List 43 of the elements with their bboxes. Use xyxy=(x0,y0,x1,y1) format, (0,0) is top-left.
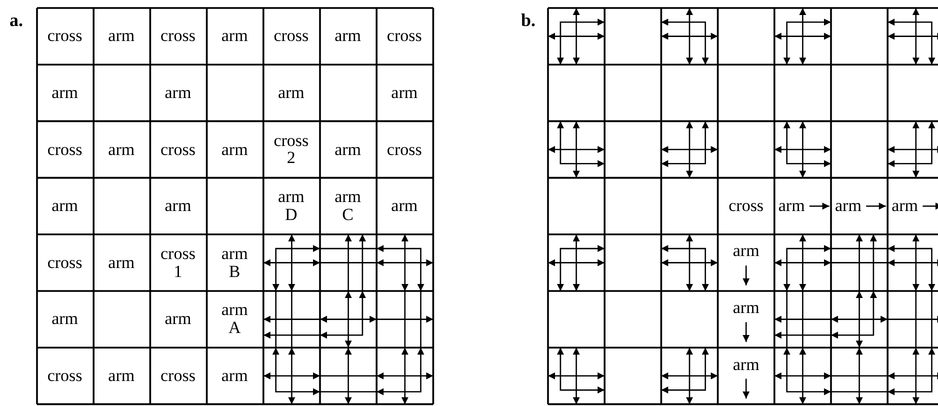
cell-text: arm B xyxy=(221,244,248,281)
cell-text: arm xyxy=(52,310,78,328)
cell-text: arm xyxy=(164,197,192,216)
cell-text: cross xyxy=(386,27,422,46)
panel-label: a. xyxy=(10,10,23,30)
cell-text: arm xyxy=(732,242,760,260)
cell-text: arm xyxy=(108,140,135,158)
cell-text: arm xyxy=(108,27,135,46)
cell-text: cross xyxy=(160,140,196,158)
cell-text: cross xyxy=(160,366,196,385)
cell-text: arm xyxy=(391,197,418,216)
cell-text: cross xyxy=(47,27,82,46)
cell-text: arm xyxy=(52,84,78,102)
cell-text: cross xyxy=(47,254,82,272)
cell-text: cross xyxy=(386,140,422,158)
cell-text: arm xyxy=(892,197,918,216)
cell-text: arm xyxy=(732,356,760,374)
cell-text: arm xyxy=(334,27,362,46)
cell-text: arm xyxy=(164,84,192,102)
cell-text: cross xyxy=(728,197,764,216)
cell-text: cross xyxy=(160,27,196,46)
cell-text: arm A xyxy=(221,301,248,338)
cell-text: arm xyxy=(108,254,135,272)
cell-text: arm xyxy=(391,84,418,102)
cell-text: cross xyxy=(274,27,309,46)
cell-text: arm D xyxy=(278,188,304,224)
cell-text: cross 2 xyxy=(274,132,309,168)
cell-text: arm C xyxy=(334,188,362,224)
cell-text: arm xyxy=(52,197,78,216)
cell-text: arm xyxy=(221,27,248,46)
cell-text: cross xyxy=(47,140,82,158)
cell-text: arm xyxy=(278,84,304,102)
cell-text: arm xyxy=(835,197,862,216)
cell-text: arm xyxy=(732,299,760,317)
cell-text: arm xyxy=(221,366,248,385)
cell-text: cross xyxy=(47,366,82,385)
cell-text: arm xyxy=(778,197,805,216)
panel-label: b. xyxy=(521,10,536,30)
cell-text: arm xyxy=(221,140,248,158)
cell-text: arm xyxy=(334,140,362,158)
cell-text: arm xyxy=(108,366,135,385)
cell-text: arm xyxy=(164,310,192,328)
cell-text: cross 1 xyxy=(160,244,196,281)
